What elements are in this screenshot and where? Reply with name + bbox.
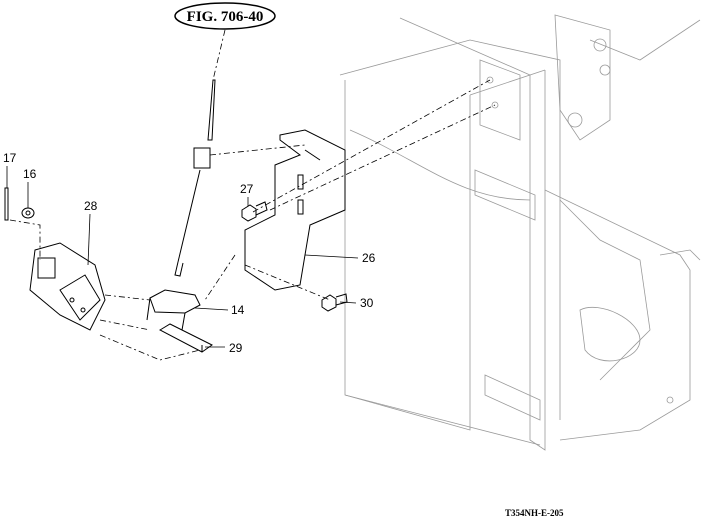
part-26-bracket: [244, 129, 346, 291]
part-17-pin: [4, 187, 9, 221]
part-29-rubber-block: [158, 323, 213, 353]
part-27-bolt: [241, 201, 268, 222]
callout-29: 29: [229, 341, 243, 355]
part-16-washer: [21, 207, 35, 219]
assembly-lines: [9, 29, 496, 361]
callout-17: 17: [3, 151, 17, 165]
figure-reference-text[interactable]: FIG. 706-40: [187, 9, 264, 25]
callout-27: 27: [240, 182, 254, 196]
cable-assembly: [174, 79, 216, 277]
callout-28: 28: [84, 199, 98, 213]
callouts: 17 16 28 27 26 30 14 29: [3, 151, 376, 355]
part-30-bolt: [321, 293, 348, 312]
drawing-code: T354NH-E-205: [505, 508, 564, 518]
callout-16: 16: [23, 167, 37, 181]
callout-14: 14: [231, 303, 245, 317]
callout-26: 26: [362, 251, 376, 265]
part-28-switch: [29, 242, 106, 331]
part-14-bracket: [146, 289, 201, 331]
tractor-frame: [339, 14, 701, 451]
figure-reference-link[interactable]: FIG. 706-40: [174, 2, 276, 30]
callout-30: 30: [360, 296, 374, 310]
